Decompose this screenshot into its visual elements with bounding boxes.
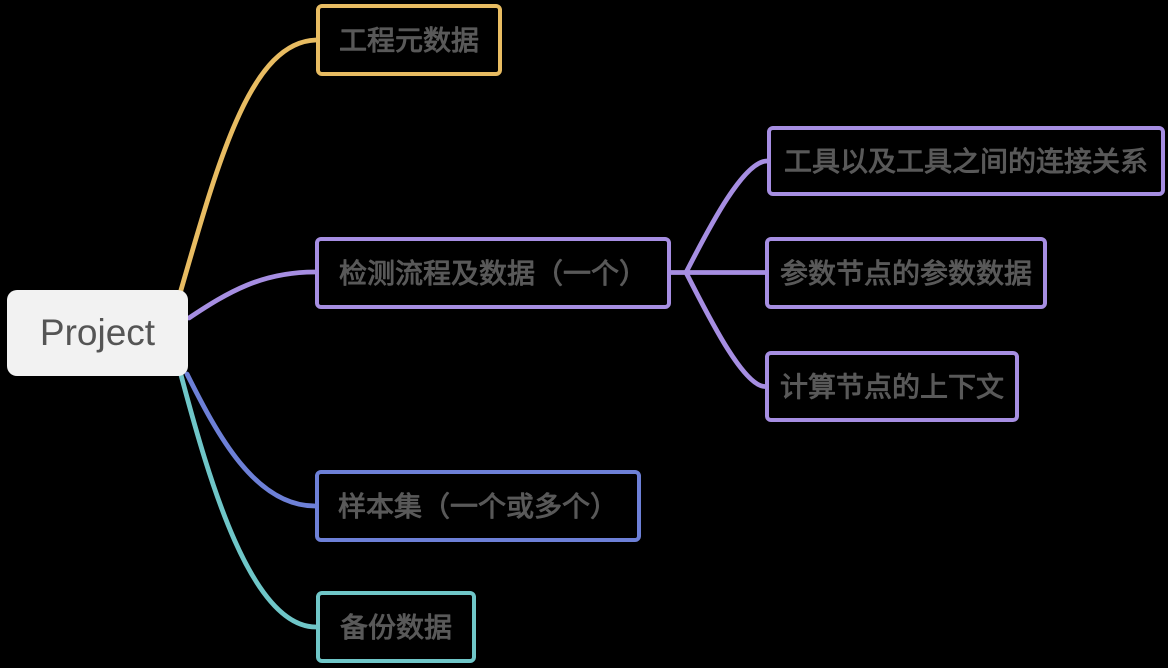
node-root-label: Project [39,312,156,353]
node-tool-connections-label [784,147,1147,175]
node-sample-sets-label [338,491,600,520]
node-compute-context[interactable]: 计算节点的上下文 [765,351,1019,422]
node-project-metadata[interactable]: 工程元数据 [316,4,502,76]
node-backup-data[interactable]: 备份数据 [316,591,476,663]
connector-root-samples [184,371,318,509]
connector-root-flow [186,269,318,321]
connector-flow-tools [683,158,770,275]
node-compute-context-label [780,372,1004,400]
node-detection-flow[interactable]: 检测流程及数据（一个） [315,237,671,309]
connector-root-metadata [176,37,319,300]
node-project-metadata-label [339,26,479,53]
node-parameter-data[interactable]: 参数节点的参数数据 [765,237,1047,309]
node-root[interactable]: Project [7,290,188,376]
node-backup-data-label [340,613,452,640]
node-parameter-data-label [780,259,1032,286]
node-detection-flow-label [339,258,629,287]
node-sample-sets[interactable]: 样本集（一个或多个） [315,470,641,542]
connector-flow-context [683,270,768,389]
connector-root-backup [178,372,319,630]
node-tool-connections[interactable]: 工具以及工具之间的连接关系 [767,126,1165,196]
